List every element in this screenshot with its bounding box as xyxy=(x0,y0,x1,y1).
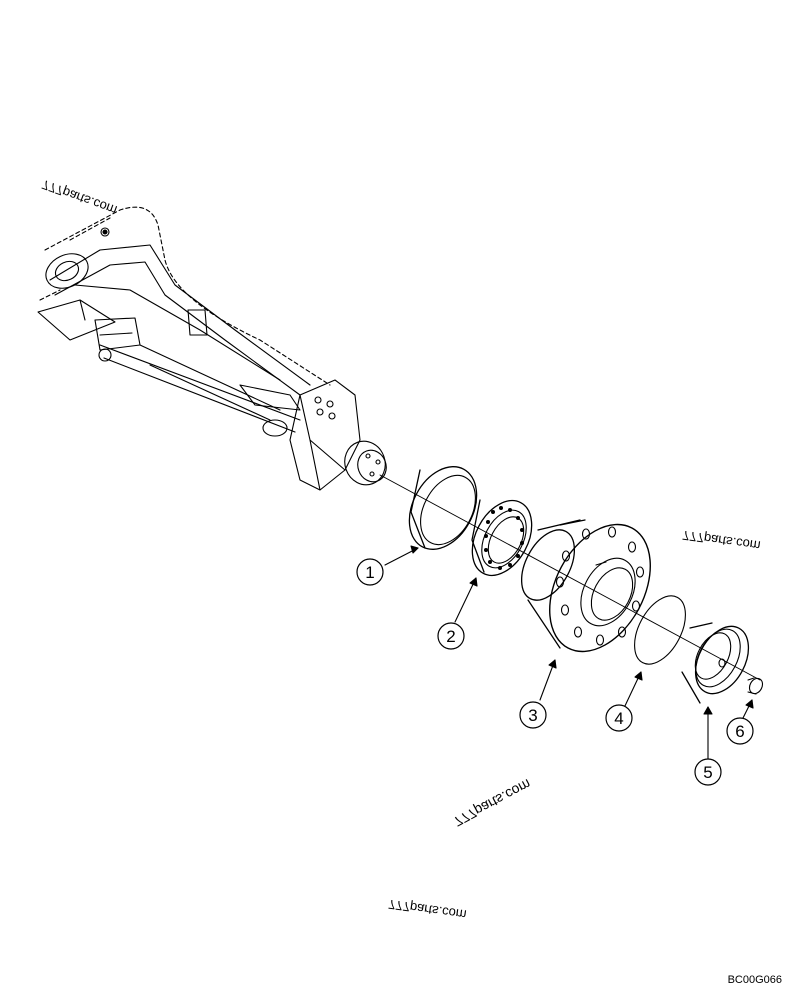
callout-2: 2 xyxy=(437,622,465,650)
part-3-wheel-hub xyxy=(520,519,651,653)
callout-4: 4 xyxy=(605,704,633,732)
part-1-seal-ring xyxy=(408,466,478,550)
callout-6: 6 xyxy=(726,717,754,745)
callout-3: 3 xyxy=(519,701,547,729)
callout-label: 2 xyxy=(446,627,455,646)
leader-lines xyxy=(384,545,754,761)
axle-arm-assembly xyxy=(37,206,387,491)
callout-label: 4 xyxy=(614,709,623,728)
callout-label: 3 xyxy=(528,706,537,725)
part-5-hub-cap xyxy=(681,622,750,704)
callout-1: 1 xyxy=(356,558,384,586)
callout-label: 5 xyxy=(703,763,712,782)
part-4-gasket xyxy=(634,595,686,665)
part-6-plug-bolt xyxy=(747,677,764,695)
callout-label: 6 xyxy=(735,722,744,741)
callout-label: 1 xyxy=(365,563,374,582)
drawing-code: BC00G066 xyxy=(727,974,782,986)
callout-5: 5 xyxy=(694,758,722,786)
part-2-bearing xyxy=(471,499,533,577)
